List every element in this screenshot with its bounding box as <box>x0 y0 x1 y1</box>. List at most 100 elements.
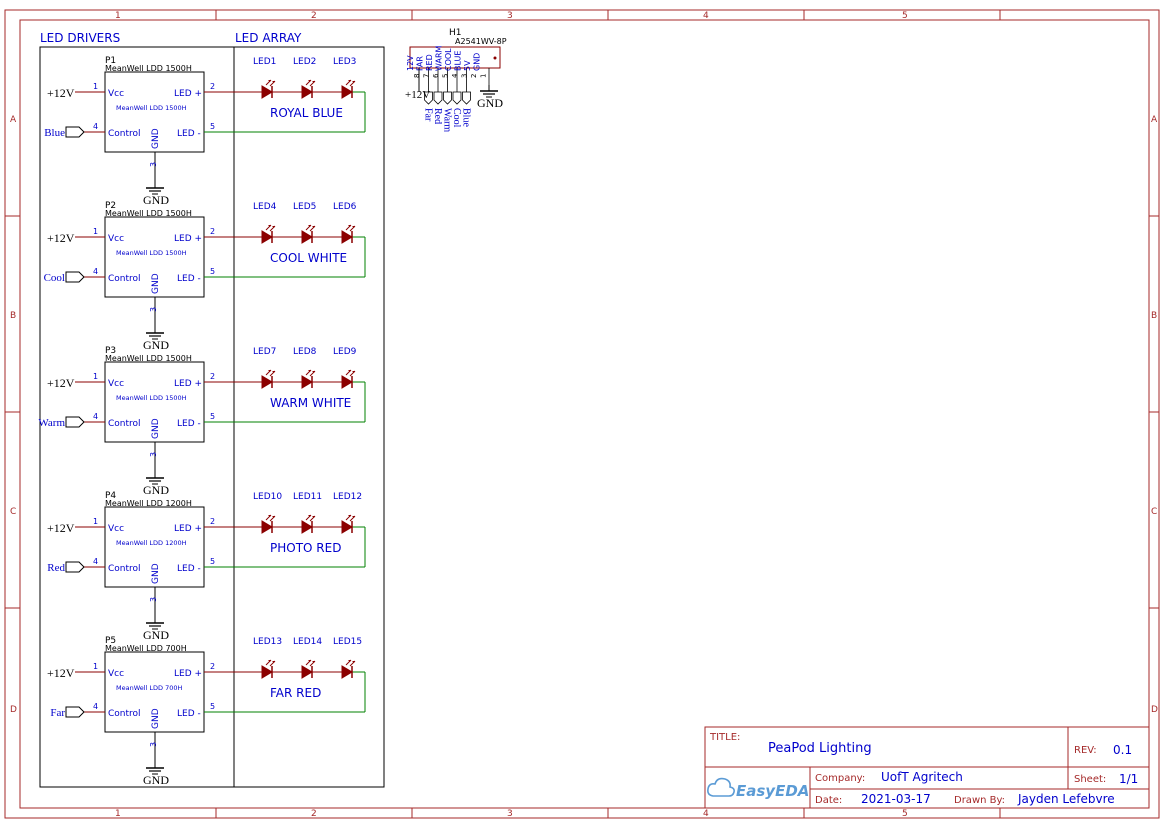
header-ref: H1 <box>449 28 462 38</box>
led-arrow-head <box>352 371 355 373</box>
pin-name-gnd: GND <box>151 128 161 149</box>
pin-name-gnd: GND <box>151 708 161 729</box>
led-designator: LED8 <box>293 347 317 357</box>
column-label: 4 <box>703 809 709 819</box>
led-triangle <box>301 665 313 679</box>
header-pin-name: BLUE <box>454 51 463 71</box>
led-designator: LED10 <box>253 492 282 502</box>
pin-number: 2 <box>210 82 215 91</box>
driver-inner-label: MeanWell LDD 1500H <box>116 394 187 402</box>
led-arrow-head <box>312 371 315 373</box>
driver-value: MeanWell LDD 1500H <box>105 209 192 218</box>
cloud-icon <box>707 777 735 797</box>
led-arrow-head <box>352 661 355 663</box>
header-pin-number: 6 <box>432 73 440 78</box>
led-triangle <box>261 375 273 389</box>
pin-number: 2 <box>210 227 215 236</box>
outer-frame <box>4 9 1160 819</box>
led-string-label: COOL WHITE <box>270 251 347 265</box>
led-arrow-head <box>272 226 275 228</box>
row-label: B <box>10 311 16 321</box>
driver-ref: P5 <box>105 636 116 646</box>
pin-name-led-minus: LED - <box>177 129 201 139</box>
led-diode: LED9 <box>333 347 357 389</box>
led-string-label: FAR RED <box>270 686 321 700</box>
led-diode: LED14 <box>293 637 342 679</box>
pin-name-control: Control <box>108 564 141 574</box>
led-arrow-head <box>348 80 351 82</box>
led-arrow-head <box>348 370 351 372</box>
header-value: A2541WV-8P <box>455 37 507 46</box>
led-designator: LED6 <box>333 202 357 212</box>
led-diode: LED8 <box>293 347 342 389</box>
led-arrow-head <box>308 225 311 227</box>
led-triangle <box>341 520 353 534</box>
led-diode: LED12 <box>333 492 362 534</box>
header-pin-name: GND <box>473 53 482 71</box>
pin-name-gnd: GND <box>151 418 161 439</box>
pin-name-led-minus: LED - <box>177 709 201 719</box>
header-pin-name: COOL <box>444 48 453 71</box>
pin-number: 3 <box>149 452 158 457</box>
led-arrow-head <box>348 225 351 227</box>
led-diode: LED1 <box>253 57 302 99</box>
led-diode: LED4 <box>253 202 302 244</box>
led-designator: LED11 <box>293 492 322 502</box>
led-designator: LED3 <box>333 57 356 67</box>
gnd-symbol: GND <box>477 85 503 110</box>
gnd-symbol: GND <box>143 617 169 642</box>
sheet-value: 1/1 <box>1119 772 1138 786</box>
led-arrow-head <box>308 660 311 662</box>
section-title-array: LED ARRAY <box>235 31 302 45</box>
net-port <box>65 706 85 718</box>
led-string-label: ROYAL BLUE <box>270 106 343 120</box>
row-label: C <box>10 507 16 517</box>
led-arrow-head <box>352 226 355 228</box>
led-designator: LED13 <box>253 637 282 647</box>
pin-number: 1 <box>93 517 98 526</box>
net-port <box>65 561 85 573</box>
pin-name-vcc: Vcc <box>108 524 124 534</box>
pin-number: 5 <box>210 557 215 566</box>
header-net-label: Red <box>432 108 443 124</box>
header-net-label: +12V <box>405 89 430 101</box>
pin-number: 2 <box>210 662 215 671</box>
header-pin-number: 7 <box>423 74 431 78</box>
led-triangle <box>341 375 353 389</box>
pin-number: 2 <box>210 372 215 381</box>
pin-number: 4 <box>93 557 98 566</box>
pin-number: 5 <box>210 267 215 276</box>
led-arrow-head <box>272 516 275 518</box>
header-pin-number: 3 <box>461 74 469 78</box>
column-label: 1 <box>115 11 121 21</box>
led-designator: LED4 <box>253 202 277 212</box>
led-arrow-head <box>268 80 271 82</box>
led-arrow-head <box>308 370 311 372</box>
gnd-symbol: GND <box>143 327 169 352</box>
column-label: 3 <box>507 11 513 21</box>
led-triangle <box>341 665 353 679</box>
driver-inner-label: MeanWell LDD 1200H <box>116 539 187 547</box>
pin-number: 2 <box>210 517 215 526</box>
pin-name-led-minus: LED - <box>177 564 201 574</box>
pin-number: 1 <box>93 227 98 236</box>
header-net-port <box>462 91 471 105</box>
pin-number: 3 <box>149 162 158 167</box>
led-arrow-head <box>272 81 275 83</box>
led-diode: LED15 <box>333 637 362 679</box>
led-arrow-head <box>272 371 275 373</box>
control-net-label: Blue <box>44 127 65 139</box>
pin-name-led-plus: LED + <box>174 669 202 679</box>
led-diode: LED10 <box>253 492 302 534</box>
pin-name-vcc: Vcc <box>108 669 124 679</box>
sheet-label: Sheet: <box>1074 774 1106 785</box>
title-value: PeaPod Lighting <box>768 741 872 756</box>
header-net-port <box>424 91 433 105</box>
column-label: 5 <box>902 809 908 819</box>
led-arrow-head <box>268 515 271 517</box>
pin-name-control: Control <box>108 709 141 719</box>
